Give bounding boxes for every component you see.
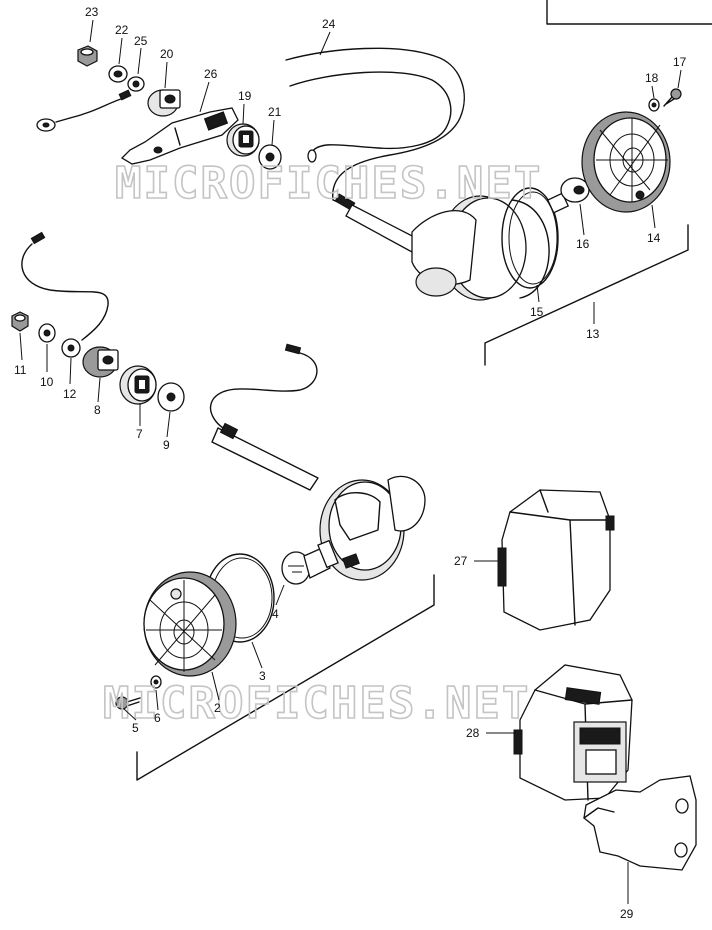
bracket-26 bbox=[120, 107, 239, 165]
screw-17 bbox=[663, 88, 682, 107]
washer-21 bbox=[258, 144, 282, 170]
nut-8 bbox=[82, 346, 119, 378]
label-27: 27 bbox=[454, 554, 468, 568]
label-9: 9 bbox=[163, 438, 170, 452]
label-29: 29 bbox=[620, 907, 634, 921]
label-26: 26 bbox=[204, 67, 218, 81]
nut-23 bbox=[77, 45, 98, 67]
grommet-7 bbox=[119, 365, 157, 405]
frame-corner bbox=[546, 0, 712, 25]
relay-27 bbox=[497, 489, 615, 631]
label-6: 6 bbox=[154, 711, 161, 725]
label-11: 11 bbox=[14, 363, 27, 377]
lens-2 bbox=[143, 571, 237, 677]
washer-6 bbox=[150, 675, 162, 689]
relay-28 bbox=[513, 664, 633, 801]
ground-wire-lower bbox=[21, 231, 109, 341]
turn-signal-assembly-13 bbox=[285, 47, 689, 366]
label-21: 21 bbox=[268, 105, 282, 119]
washer-18 bbox=[648, 98, 660, 112]
grommet-19 bbox=[226, 123, 260, 157]
lens-14 bbox=[581, 111, 671, 213]
label-15: 15 bbox=[530, 305, 544, 319]
nut-20 bbox=[147, 89, 181, 117]
label-24: 24 bbox=[322, 17, 336, 31]
nut-11 bbox=[11, 311, 29, 332]
eyelet-12 bbox=[61, 338, 81, 358]
label-18: 18 bbox=[645, 71, 659, 85]
washer-22 bbox=[108, 65, 128, 83]
washer-10 bbox=[38, 323, 56, 343]
label-7: 7 bbox=[136, 427, 143, 441]
label-16: 16 bbox=[576, 237, 590, 251]
label-23: 23 bbox=[85, 5, 99, 19]
label-25: 25 bbox=[134, 34, 148, 48]
relay-bracket-29 bbox=[583, 775, 697, 871]
washer-9 bbox=[157, 382, 185, 412]
part-number-labels: 23 22 25 20 26 19 21 24 18 17 14 16 15 1… bbox=[14, 5, 687, 921]
assembly-bracket-13 bbox=[484, 224, 689, 366]
signal-stem-upper bbox=[345, 204, 421, 253]
rear-left-mount-group bbox=[11, 231, 185, 412]
turn-signal-assembly-1 bbox=[115, 343, 435, 781]
label-3: 3 bbox=[259, 669, 266, 683]
housing-lower bbox=[319, 475, 426, 581]
label-4: 4 bbox=[272, 607, 279, 621]
label-20: 20 bbox=[160, 47, 174, 61]
label-5: 5 bbox=[132, 721, 139, 735]
signal-wire-lower bbox=[209, 343, 319, 491]
label-10: 10 bbox=[40, 375, 54, 389]
housing-15 bbox=[411, 195, 550, 301]
wire-harness-24 bbox=[285, 47, 465, 211]
bulb-4 bbox=[281, 539, 339, 585]
label-8: 8 bbox=[94, 403, 101, 417]
washer-25 bbox=[127, 76, 145, 92]
label-13: 13 bbox=[586, 327, 600, 341]
label-17: 17 bbox=[673, 55, 687, 69]
rear-right-mount-group bbox=[36, 45, 282, 170]
watermark-upper: MICROFICHES.NET bbox=[115, 158, 542, 209]
leader-lines bbox=[19, 19, 682, 904]
label-12: 12 bbox=[63, 387, 77, 401]
ground-wire-upper bbox=[36, 89, 132, 132]
bulb-16 bbox=[546, 177, 590, 214]
label-19: 19 bbox=[238, 89, 252, 103]
label-22: 22 bbox=[115, 23, 129, 37]
label-2: 2 bbox=[214, 701, 221, 715]
assembly-bracket-1 bbox=[136, 574, 435, 781]
screw-5 bbox=[115, 696, 141, 710]
label-28: 28 bbox=[466, 726, 480, 740]
gasket-upper bbox=[501, 187, 559, 289]
label-14: 14 bbox=[647, 231, 661, 245]
watermark-lower: MICROFICHES.NET bbox=[103, 678, 530, 729]
